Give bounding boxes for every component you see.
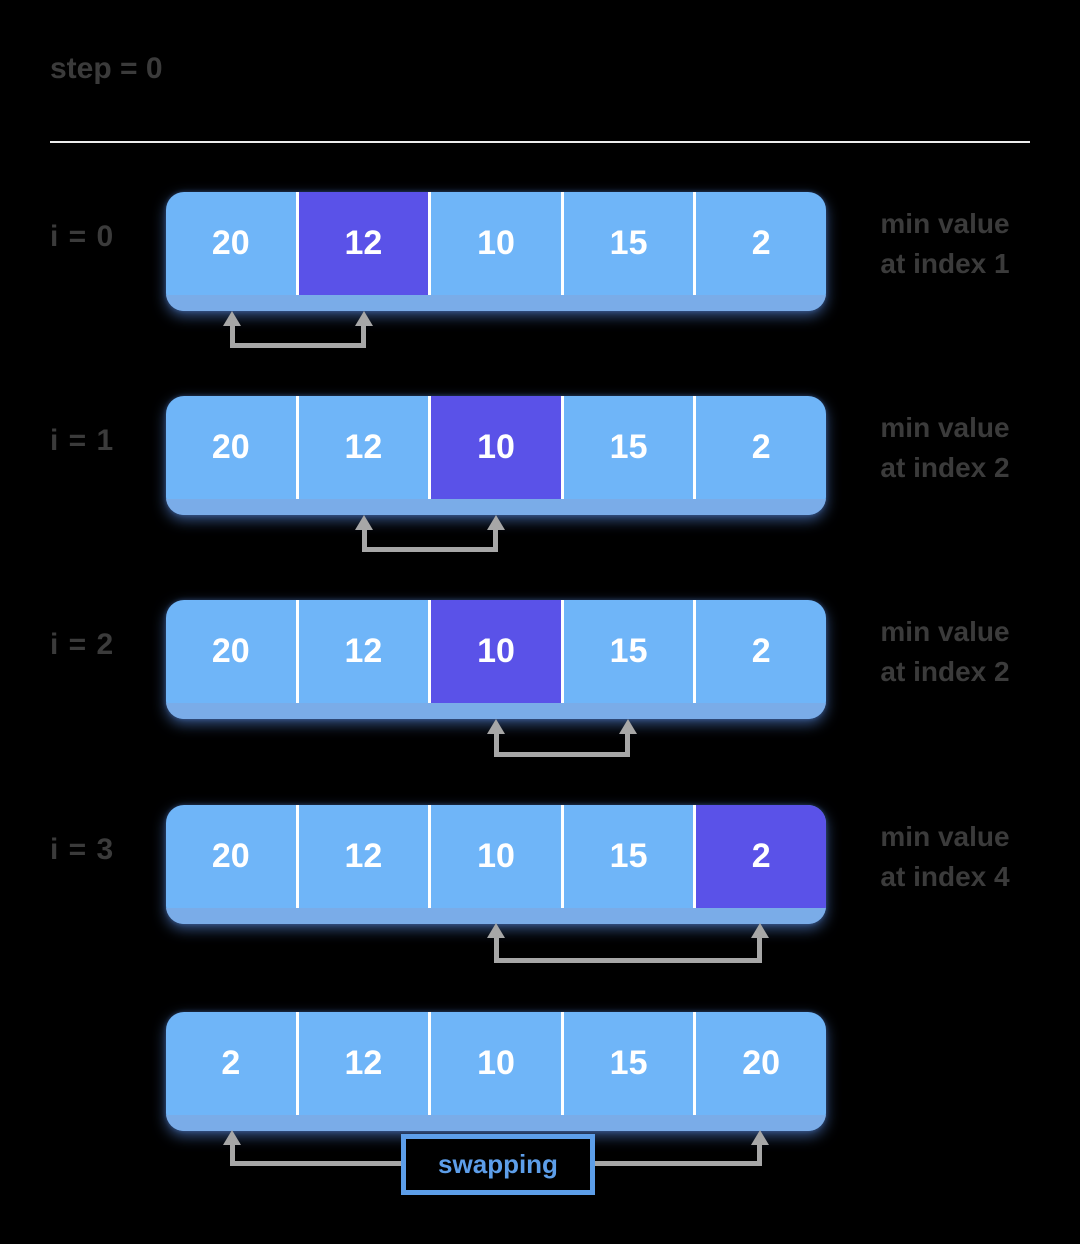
arrow-line: [494, 935, 499, 963]
min-value-note: min value at index 1: [848, 204, 1042, 284]
arrow-up-icon: [223, 311, 241, 326]
array-cell: 10: [428, 805, 561, 908]
array-row: i = 3 20 12 10 15 2 min value at index 4: [0, 805, 1080, 924]
arrow-line: [361, 323, 366, 348]
array-cells: 20 12 10 15 2: [166, 396, 826, 499]
array-cell: 20: [211, 632, 250, 670]
min-value-note-line1: min value: [880, 616, 1010, 647]
arrow-up-icon: [223, 1130, 241, 1145]
arrow-up-icon: [751, 923, 769, 938]
arrow-line: [362, 547, 498, 552]
swapping-label-box: swapping: [401, 1134, 595, 1195]
bar-shadow-lip: [166, 1115, 826, 1131]
arrow-line: [230, 323, 235, 348]
array-cell: 2: [693, 192, 826, 295]
array-bar: 20 12 10 15 2: [166, 396, 826, 515]
array-cells: 2 12 10 15 20: [166, 1012, 826, 1115]
array-cell: 12: [295, 192, 429, 295]
compare-arrow-connector: [223, 311, 373, 348]
array-cell: 10: [428, 600, 561, 703]
array-cell: 20: [693, 1012, 826, 1115]
arrow-line: [757, 1142, 762, 1166]
arrow-line: [230, 1142, 235, 1166]
array-cell: 10: [428, 396, 561, 499]
array-row: i = 1 20 12 10 15 2 min value at index 2: [0, 396, 1080, 515]
bar-shadow-lip: [166, 908, 826, 924]
arrow-line: [494, 731, 499, 757]
array-cell: 2: [693, 396, 826, 499]
iteration-label: i = 0: [50, 220, 115, 253]
min-value-note-line1: min value: [880, 821, 1010, 852]
array-cell: 2: [693, 805, 826, 908]
array-cell: 12: [295, 396, 429, 499]
min-value-note: min value at index 2: [848, 408, 1042, 488]
arrow-line: [625, 731, 630, 757]
array-cells: 20 12 10 15 2: [166, 192, 826, 295]
arrow-up-icon: [619, 719, 637, 734]
iteration-label: i = 3: [50, 833, 115, 866]
arrow-up-icon: [487, 515, 505, 530]
min-value-note-line2: at index 4: [880, 861, 1010, 892]
bar-shadow-lip: [166, 295, 826, 311]
array-cell: 15: [560, 600, 694, 703]
iteration-label: i = 2: [50, 628, 115, 661]
array-cell: 15: [560, 396, 694, 499]
array-cell: 2: [693, 600, 826, 703]
array-cell: 20: [211, 224, 250, 262]
compare-arrow-connector: [487, 719, 637, 757]
array-bar: 20 12 10 15 2: [166, 192, 826, 311]
min-value-note-line2: at index 2: [880, 656, 1010, 687]
arrow-line: [757, 935, 762, 963]
array-cells: 20 12 10 15 2: [166, 600, 826, 703]
array-cells: 20 12 10 15 2: [166, 805, 826, 908]
array-cell: 12: [295, 1012, 429, 1115]
divider-line: [50, 141, 1030, 143]
array-bar: 2 12 10 15 20: [166, 1012, 826, 1131]
min-value-note-line2: at index 2: [880, 452, 1010, 483]
min-value-note: min value at index 2: [848, 612, 1042, 692]
iteration-label: i = 1: [50, 424, 115, 457]
array-cell: 20: [211, 837, 250, 875]
array-cell: 12: [295, 600, 429, 703]
arrow-up-icon: [487, 719, 505, 734]
min-value-note-line1: min value: [880, 412, 1010, 443]
array-cell: 10: [428, 192, 561, 295]
array-cell: 20: [211, 428, 250, 466]
bar-shadow-lip: [166, 703, 826, 719]
array-row: i = 0 20 12 10 15 2 min value at index 1: [0, 192, 1080, 311]
arrow-line: [230, 343, 366, 348]
min-value-note-line2: at index 1: [880, 248, 1010, 279]
arrow-line: [494, 752, 630, 757]
array-cell: 2: [221, 1044, 241, 1082]
min-value-note-line1: min value: [880, 208, 1010, 239]
array-cell: 12: [295, 805, 429, 908]
array-row: 2 12 10 15 20: [0, 1012, 1080, 1131]
array-cell: 15: [560, 192, 694, 295]
array-bar: 20 12 10 15 2: [166, 805, 826, 924]
arrow-line: [493, 527, 498, 552]
arrow-line: [362, 527, 367, 552]
compare-arrow-connector: [355, 515, 505, 552]
array-row: i = 2 20 12 10 15 2 min value at index 2: [0, 600, 1080, 719]
arrow-line: [494, 958, 762, 963]
min-value-note: min value at index 4: [848, 817, 1042, 897]
arrow-up-icon: [355, 515, 373, 530]
array-bar: 20 12 10 15 2: [166, 600, 826, 719]
arrow-up-icon: [487, 923, 505, 938]
arrow-up-icon: [751, 1130, 769, 1145]
step-title: step = 0: [50, 52, 163, 85]
compare-arrow-connector: [487, 923, 769, 963]
array-cell: 15: [560, 1012, 694, 1115]
array-cell: 10: [428, 1012, 561, 1115]
swapping-label: swapping: [438, 1149, 558, 1179]
arrow-up-icon: [355, 311, 373, 326]
array-cell: 15: [560, 805, 694, 908]
bar-shadow-lip: [166, 499, 826, 515]
